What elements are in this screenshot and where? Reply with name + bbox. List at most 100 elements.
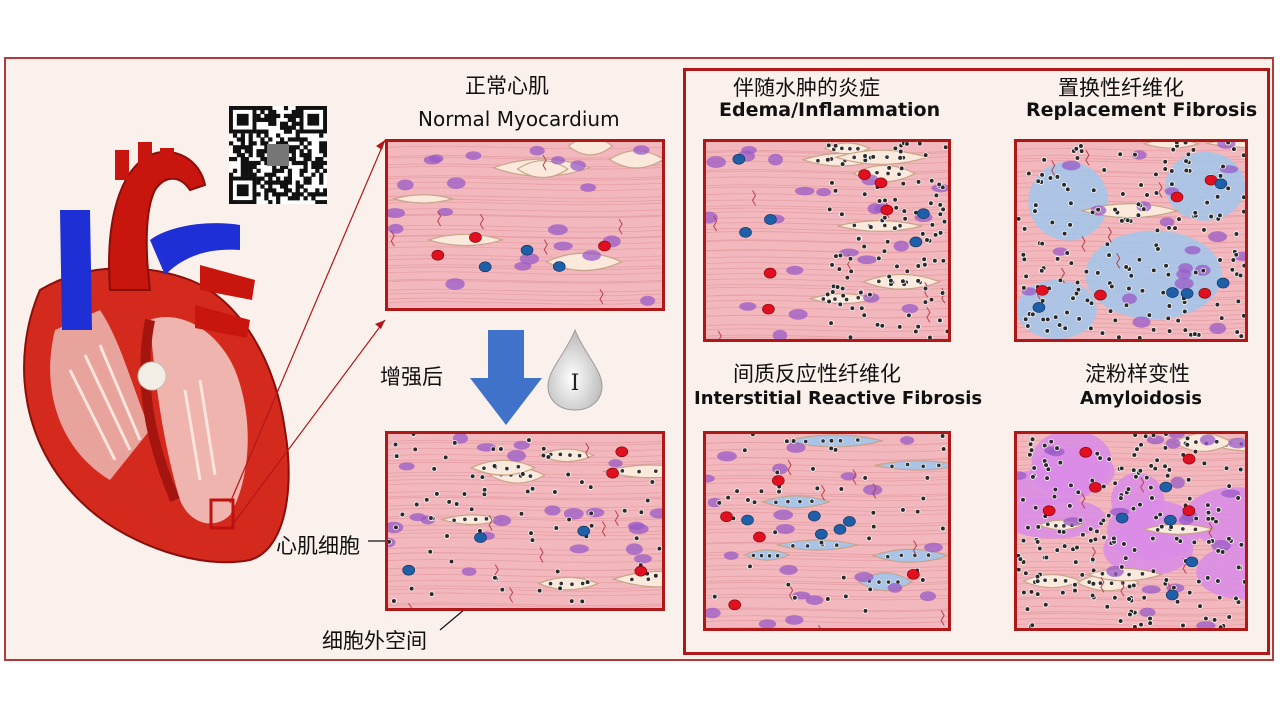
contrast-particle xyxy=(922,285,929,292)
qr-module xyxy=(252,164,257,170)
contrast-particle xyxy=(1238,333,1245,339)
striation xyxy=(388,504,662,508)
cell-nucleus xyxy=(900,436,915,445)
contrast-particle xyxy=(446,499,452,505)
qr-module xyxy=(291,156,296,162)
striation xyxy=(706,475,948,479)
qr-module xyxy=(260,184,265,189)
contrast-particle xyxy=(1233,251,1240,258)
contrast-particle xyxy=(1147,615,1153,622)
contrast-particle xyxy=(1162,159,1169,165)
cell-nucleus xyxy=(786,442,806,453)
cell-nucleus xyxy=(633,145,650,155)
qr-module xyxy=(260,141,265,146)
contrast-particle xyxy=(524,488,531,495)
contrast-particle xyxy=(836,266,843,272)
contrast-particle xyxy=(785,499,791,505)
red-blood-cell xyxy=(907,569,920,580)
contrast-particle xyxy=(855,235,862,242)
qr-module xyxy=(256,180,261,185)
qr-module xyxy=(256,153,261,158)
intercalated-disc xyxy=(1051,160,1056,176)
arrow-down-icon xyxy=(470,330,542,425)
qr-module xyxy=(264,172,269,177)
contrast-particle xyxy=(1217,173,1224,179)
contrast-particle xyxy=(1101,534,1107,541)
contrast-particle xyxy=(529,485,536,492)
contrast-particle xyxy=(870,154,877,160)
contrast-particle xyxy=(518,510,525,517)
contrast-particle xyxy=(621,507,628,514)
qr-module xyxy=(232,156,238,162)
contrast-particle xyxy=(848,268,854,275)
cell-nucleus xyxy=(857,255,877,265)
contrast-particle xyxy=(1090,567,1097,574)
contrast-particle xyxy=(939,434,946,439)
contrast-particle xyxy=(1226,614,1233,620)
contrast-particle xyxy=(837,438,844,444)
contrast-particle xyxy=(492,574,498,581)
red-blood-cell xyxy=(1182,505,1196,517)
striation xyxy=(706,286,948,291)
pathology-box xyxy=(683,68,1270,655)
contrast-particle xyxy=(829,180,835,186)
contrast-particle xyxy=(481,487,488,493)
contrast-particle xyxy=(1061,543,1068,549)
qr-module xyxy=(323,168,328,173)
fibrosis-patch xyxy=(1028,161,1109,241)
qr-module xyxy=(307,180,312,185)
red-blood-cell xyxy=(1198,288,1212,299)
red-blood-cell xyxy=(469,232,482,243)
striation xyxy=(388,529,662,533)
contrast-particle xyxy=(886,165,892,171)
cell-nucleus xyxy=(1122,293,1137,305)
intercalated-disc xyxy=(1100,577,1105,593)
contrast-particle xyxy=(884,154,890,160)
intercalated-disc xyxy=(509,587,514,603)
qr-module xyxy=(268,180,273,185)
contrast-particle xyxy=(1042,602,1049,608)
qr-module xyxy=(268,184,273,189)
qr-module xyxy=(252,141,257,146)
qr-module xyxy=(303,168,308,173)
cell-nucleus xyxy=(739,302,757,311)
contrast-particle xyxy=(1183,167,1190,174)
qr-module xyxy=(279,141,285,146)
cell-nucleus xyxy=(901,303,919,314)
contrast-particle xyxy=(1204,199,1210,206)
contrast-particle xyxy=(1233,231,1240,237)
contrast-particle xyxy=(1026,170,1032,177)
contrast-particle xyxy=(1220,163,1226,170)
contrast-particle xyxy=(1099,571,1105,577)
contrast-particle xyxy=(851,154,857,160)
contrast-particle xyxy=(566,516,572,523)
intercalated-disc xyxy=(437,210,442,227)
contrast-particle xyxy=(1017,216,1022,222)
contrast-particle xyxy=(898,165,905,172)
contrast-particle xyxy=(921,256,927,263)
qr-code-icon xyxy=(229,106,328,205)
striation xyxy=(388,497,662,501)
contrast-particle xyxy=(900,180,907,187)
cell-nucleus xyxy=(794,186,815,196)
qr-logo xyxy=(267,144,289,166)
qr-module xyxy=(244,172,249,177)
contrast-particle xyxy=(785,581,792,588)
qr-module xyxy=(264,180,269,185)
contrast-particle xyxy=(1149,495,1155,501)
contrast-particle xyxy=(1176,216,1182,222)
striation xyxy=(388,547,662,551)
contrast-particle xyxy=(1065,186,1071,193)
contrast-particle xyxy=(1192,526,1198,532)
qr-module xyxy=(232,149,238,154)
qr-module xyxy=(319,200,324,205)
contrast-particle xyxy=(885,579,892,585)
qr-module xyxy=(287,129,293,134)
cell-nucleus xyxy=(1168,434,1185,439)
contrast-particle xyxy=(861,191,868,198)
contrast-particle xyxy=(548,581,554,587)
contrast-particle xyxy=(758,488,765,495)
contrast-particle xyxy=(1076,316,1082,322)
contrast-particle xyxy=(1153,514,1159,521)
qr-module xyxy=(319,133,324,138)
